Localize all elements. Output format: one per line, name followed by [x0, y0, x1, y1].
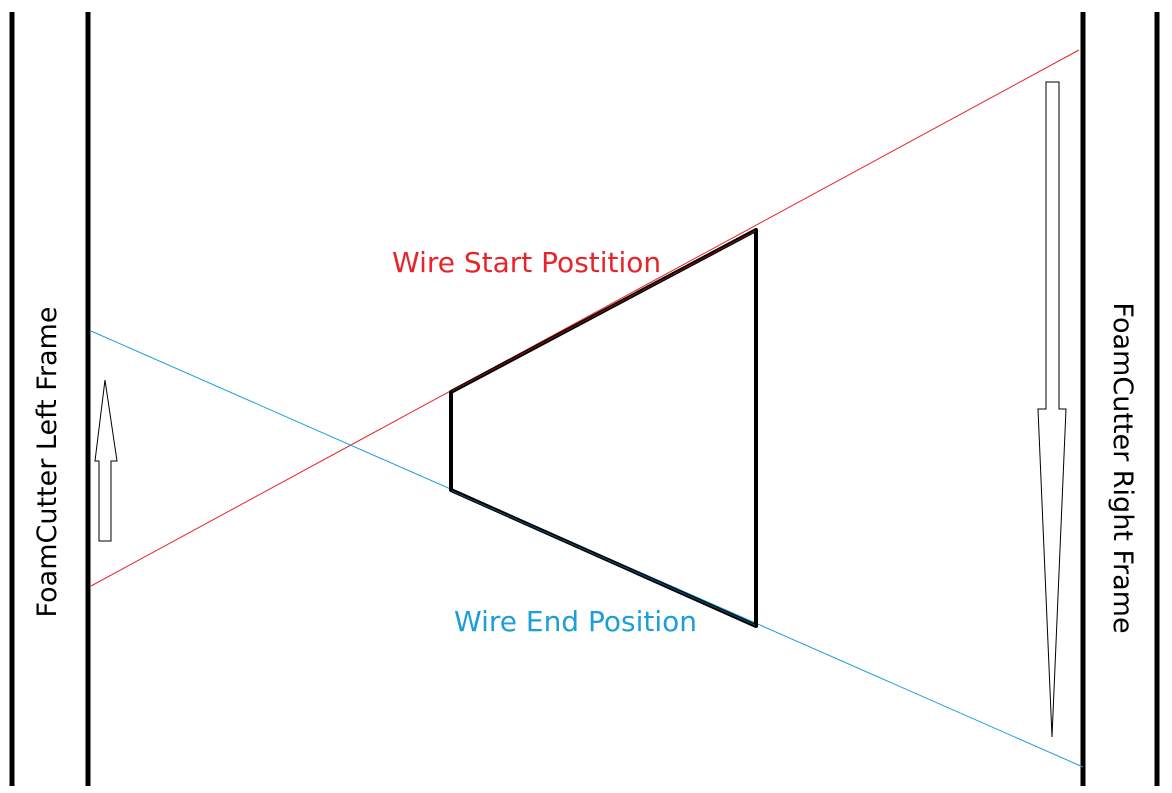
foam-piece-trapezoid: [449, 228, 758, 628]
right-down-arrow-icon: [1037, 81, 1067, 738]
left-frame-label: FoamCutter Left Frame: [32, 307, 63, 618]
left-up-arrow-icon: [94, 379, 118, 542]
right-frame-label: FoamCutter Right Frame: [1107, 302, 1138, 633]
wire-end-edge-highlight: [451, 490, 756, 626]
wire-start-label: Wire Start Postition: [392, 246, 661, 279]
wire-start-edge-highlight: [451, 230, 756, 392]
wire-end-label: Wire End Position: [454, 605, 697, 638]
wire-start-line: [90, 49, 1080, 587]
